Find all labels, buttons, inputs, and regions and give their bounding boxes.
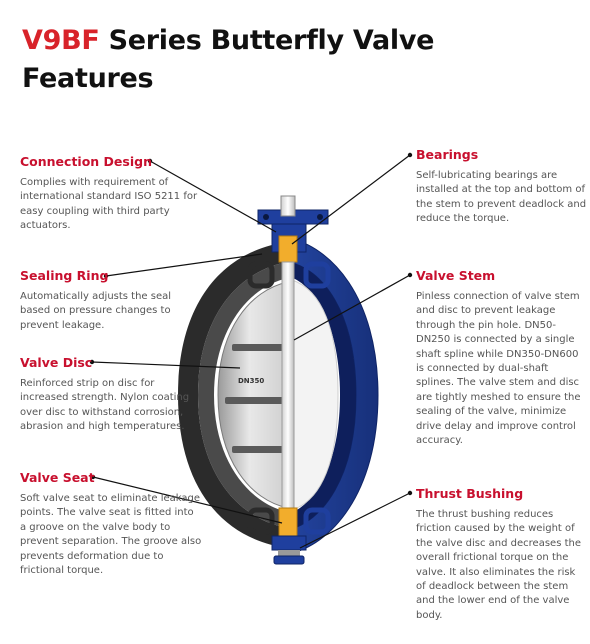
- title-accent: V9BF: [22, 25, 100, 56]
- valve-disc-right: [291, 279, 339, 511]
- feature-heading: Bearings: [416, 147, 479, 162]
- feature-heading: Thrust Bushing: [416, 486, 524, 501]
- valve-body-ring-left-inner: [198, 262, 288, 528]
- leader-lines: [89, 152, 413, 549]
- top-bearing: [278, 235, 298, 263]
- feature-valve-stem: Valve Stem Pinless connection of valve s…: [416, 268, 584, 448]
- disc-reinforcement-strips: [225, 344, 286, 453]
- feature-connection-design: Connection Design Complies with requirem…: [20, 154, 200, 234]
- feature-text: Soft valve seat to eliminate leakage poi…: [20, 493, 202, 577]
- feature-heading: Valve Stem: [416, 268, 496, 283]
- feature-thrust-bushing: Thrust Bushing The thrust bushing reduce…: [416, 486, 586, 623]
- feature-heading: Valve Disc: [20, 355, 93, 370]
- feature-heading: Connection Design: [20, 154, 152, 169]
- feature-sealing-ring: Sealing Ring Automatically adjusts the s…: [20, 268, 200, 333]
- valve-seat: [288, 262, 356, 530]
- bottom-bearing: [278, 507, 298, 537]
- feature-text: Pinless connection of valve stem and dis…: [416, 291, 581, 447]
- feature-valve-seat: Valve Seat Soft valve seat to eliminate …: [20, 470, 202, 578]
- bottom-housing: [271, 535, 307, 565]
- feature-heading: Valve Seat: [20, 470, 95, 485]
- feature-bearings: Bearings Self-lubricating bearings are i…: [416, 147, 588, 227]
- disc-marking: DN350: [238, 377, 264, 385]
- valve-stem: [281, 261, 295, 511]
- feature-text: Complies with requirement of internation…: [20, 177, 198, 232]
- feature-text: Automatically adjusts the seal based on …: [20, 291, 172, 331]
- title-line2: Features: [22, 63, 154, 94]
- feature-valve-disc: Valve Disc Reinforced strip on disc for …: [20, 355, 200, 435]
- title-rest: Series Butterfly Valve: [99, 25, 435, 56]
- feature-text: The thrust bushing reduces friction caus…: [416, 509, 581, 621]
- valve-body-ring-left: [178, 242, 288, 548]
- feature-heading: Sealing Ring: [20, 268, 109, 283]
- feature-text: Self-lubricating bearings are installed …: [416, 170, 587, 225]
- stem-top: [280, 195, 296, 217]
- feature-text: Reinforced strip on disc for increased s…: [20, 378, 190, 433]
